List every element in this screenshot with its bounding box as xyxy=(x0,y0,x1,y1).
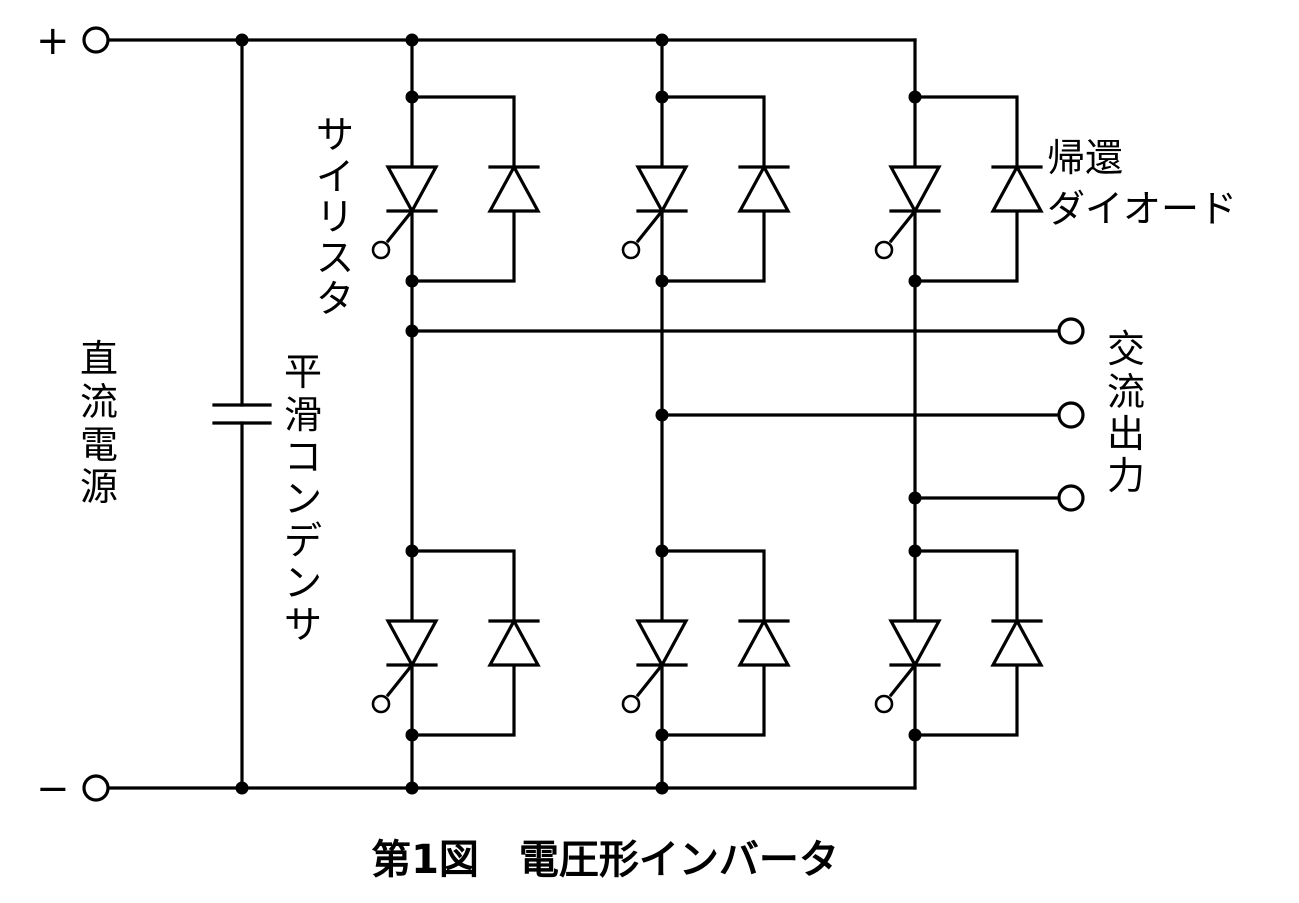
diode-symbol xyxy=(990,163,1044,213)
gate-terminal xyxy=(874,694,894,714)
junction-dot xyxy=(405,33,419,47)
gate-lead xyxy=(888,208,918,244)
diode-symbol xyxy=(737,617,791,667)
svg-text:サ: サ xyxy=(284,603,322,647)
thyristor-symbol xyxy=(888,619,942,669)
svg-text:源: 源 xyxy=(80,465,118,509)
diode-branch-wire xyxy=(913,95,1019,283)
svg-text:直: 直 xyxy=(80,337,118,381)
svg-text:帰還: 帰還 xyxy=(1047,136,1123,180)
switch-cell-lower-1 xyxy=(371,549,541,737)
svg-text:交: 交 xyxy=(1107,327,1145,371)
junction-dot xyxy=(235,781,249,795)
plus-terminal xyxy=(82,26,110,54)
diode-branch-wire xyxy=(660,95,766,283)
capacitor-label: 平 滑 コ ン デ ン サ xyxy=(284,350,322,647)
diode-symbol xyxy=(487,163,541,213)
svg-text:コ: コ xyxy=(284,435,322,479)
figure-caption: 第1図 電圧形インバータ xyxy=(371,837,839,883)
gate-lead xyxy=(888,662,918,698)
diode-symbol xyxy=(737,163,791,213)
ac-output-terminal-w xyxy=(1057,484,1085,512)
junction-dot xyxy=(655,33,669,47)
switch-cell-upper-2 xyxy=(621,95,791,283)
thyristor-symbol xyxy=(635,619,689,669)
svg-text:滑: 滑 xyxy=(284,393,322,437)
svg-text:電: 電 xyxy=(80,423,118,467)
junction-dot xyxy=(405,90,419,104)
gate-terminal xyxy=(371,240,391,260)
plus-sign: + xyxy=(36,18,70,64)
junction-dot xyxy=(405,544,419,558)
dc-source-label: 直 流 電 源 xyxy=(80,337,118,509)
feedback-diode-label: 帰還 ダイオード xyxy=(1047,136,1237,231)
svg-text:出: 出 xyxy=(1107,412,1145,456)
thyristor-symbol xyxy=(888,165,942,215)
junction-dot xyxy=(908,544,922,558)
junction-dot xyxy=(908,274,922,288)
minus-sign: − xyxy=(36,766,70,812)
svg-text:ス: ス xyxy=(316,236,354,280)
junction-dot xyxy=(655,781,669,795)
svg-text:ン: ン xyxy=(284,561,322,605)
svg-text:流: 流 xyxy=(1107,370,1145,414)
svg-text:ン: ン xyxy=(284,477,322,521)
junction-dot xyxy=(908,90,922,104)
diode-branch-wire xyxy=(410,549,516,737)
smoothing-capacitor xyxy=(212,403,272,425)
svg-text:流: 流 xyxy=(80,380,118,424)
junction-dot xyxy=(655,274,669,288)
ac-output-label: 交 流 出 力 xyxy=(1107,327,1145,498)
switch-cell-upper-1 xyxy=(371,95,541,283)
svg-text:イ: イ xyxy=(316,155,354,199)
ac-output-terminal-u xyxy=(1057,317,1085,345)
svg-text:力: 力 xyxy=(1107,454,1145,498)
diode-branch-wire xyxy=(913,549,1019,737)
junction-dot xyxy=(655,408,669,422)
gate-lead xyxy=(385,662,415,698)
switch-cell-upper-3 xyxy=(874,95,1044,283)
diode-branch-wire xyxy=(410,95,516,283)
gate-terminal xyxy=(621,694,641,714)
diode-branch-wire xyxy=(660,549,766,737)
diode-symbol xyxy=(990,617,1044,667)
junction-dot xyxy=(405,274,419,288)
junction-dot xyxy=(405,728,419,742)
switch-cell-lower-2 xyxy=(621,549,791,737)
terminals xyxy=(82,26,1085,802)
ac-output-terminal-v xyxy=(1057,401,1085,429)
junction-dot xyxy=(655,728,669,742)
dc-bus-wiring xyxy=(108,38,1060,790)
thyristor-label: サ イ リ ス タ xyxy=(316,113,354,321)
gate-terminal xyxy=(621,240,641,260)
gate-lead xyxy=(635,662,665,698)
svg-text:デ: デ xyxy=(284,519,322,563)
junction-dot xyxy=(235,33,249,47)
svg-text:タ: タ xyxy=(316,277,354,321)
junction-dot xyxy=(908,491,922,505)
gate-terminal xyxy=(874,240,894,260)
gate-lead xyxy=(385,208,415,244)
junction-dot xyxy=(405,781,419,795)
thyristor-symbol xyxy=(635,165,689,215)
svg-text:平: 平 xyxy=(284,350,322,394)
junction-dot xyxy=(655,90,669,104)
svg-text:サ: サ xyxy=(316,113,354,157)
gate-lead xyxy=(635,208,665,244)
junction-dot xyxy=(908,728,922,742)
minus-terminal xyxy=(82,774,110,802)
switch-cells xyxy=(371,95,1044,737)
junction-dot xyxy=(405,324,419,338)
thyristor-symbol xyxy=(385,165,439,215)
switch-cell-lower-3 xyxy=(874,549,1044,737)
svg-text:ダイオード: ダイオード xyxy=(1047,187,1237,231)
diode-symbol xyxy=(487,617,541,667)
junction-dots xyxy=(235,33,922,795)
gate-terminal xyxy=(371,694,391,714)
svg-text:リ: リ xyxy=(316,195,354,239)
thyristor-symbol xyxy=(385,619,439,669)
junction-dot xyxy=(655,544,669,558)
